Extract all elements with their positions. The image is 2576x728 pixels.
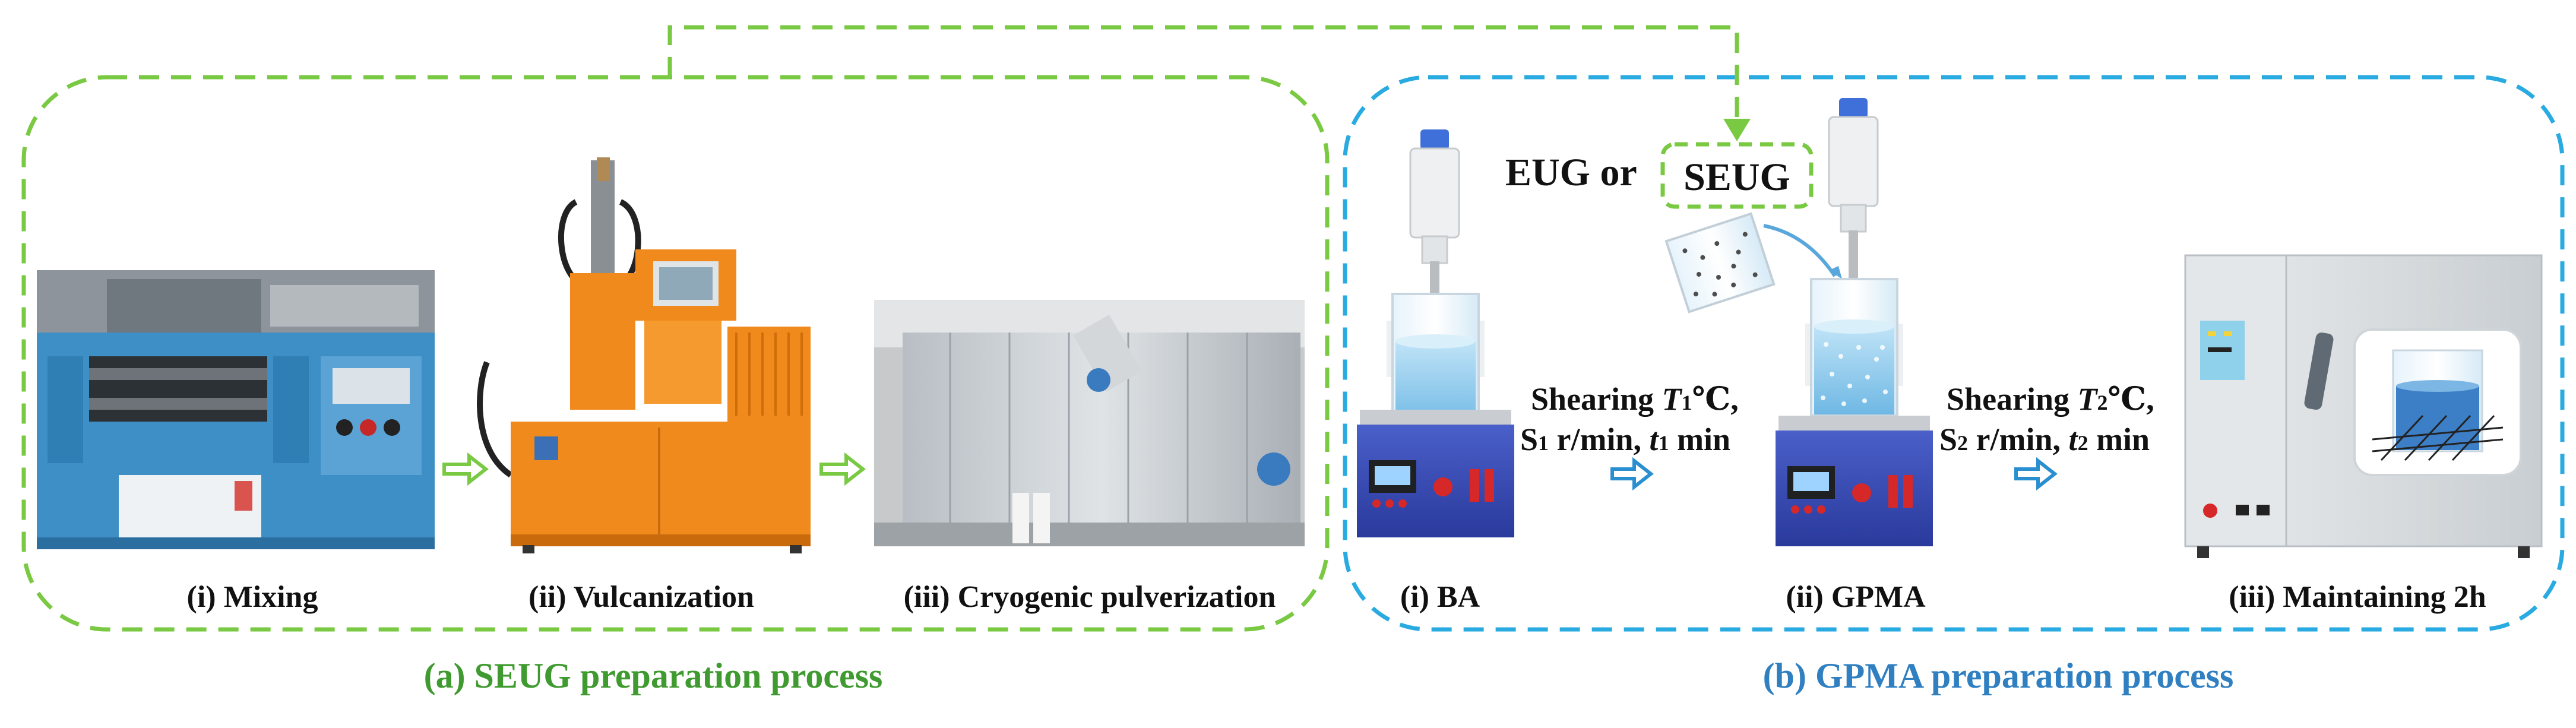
oven-maintaining-image <box>2184 254 2543 558</box>
step-label-cryogenic-pulverization: (iii) Cryogenic pulverization <box>904 580 1276 614</box>
pouring-beaker-icon <box>1664 212 1842 314</box>
svg-text:Shearing T2℃,: Shearing T2℃, <box>1947 381 2154 417</box>
svg-text:Shearing T1℃,: Shearing T1℃, <box>1531 381 1739 417</box>
ba-shearing-setup-image <box>1357 129 1514 537</box>
step-label-vulcanization: (ii) Vulcanization <box>529 580 754 614</box>
panel-b-frame <box>1343 75 2565 632</box>
seug-highlight-box <box>1660 142 1814 209</box>
arrow-vulcanization-to-pulverization <box>819 452 866 486</box>
svg-text:S1 r/min, t1 min: S1 r/min, t1 min <box>1520 422 1730 457</box>
svg-text:S2 r/min, t2 min: S2 r/min, t2 min <box>1939 422 2150 457</box>
panel-a-frame <box>21 75 1330 632</box>
connector-arrowhead <box>1723 119 1751 141</box>
step-label-maintaining: (iii) Maintaining 2h <box>2229 580 2486 614</box>
vulcanization-machine-image <box>477 157 811 553</box>
step-label-gpma: (ii) GPMA <box>1786 580 1926 614</box>
shearing-condition-1: Shearing T1℃, S1 r/min, t1 min <box>1520 381 1739 457</box>
panel-b-title: (b) GPMA preparation process <box>1763 656 2234 695</box>
step-label-mixing: (i) Mixing <box>187 580 318 614</box>
arrow-mixing-to-vulcanization <box>442 452 489 486</box>
panel-a-title: (a) SEUG preparation process <box>424 656 883 695</box>
step-label-ba: (i) BA <box>1400 580 1480 614</box>
cryogenic-pulverization-image <box>874 300 1305 546</box>
additive-boxed-label: SEUG <box>1683 156 1790 199</box>
arrow-ba-to-gpma <box>1610 457 1654 491</box>
gpma-shearing-setup-image <box>1776 98 1933 546</box>
shearing-condition-2: Shearing T2℃, S2 r/min, t2 min <box>1939 381 2154 457</box>
connector-line <box>667 25 1739 124</box>
mixing-machine-image <box>37 270 435 549</box>
additive-prefix-label: EUG or <box>1505 151 1637 194</box>
arrow-gpma-to-maintaining <box>2014 457 2058 491</box>
